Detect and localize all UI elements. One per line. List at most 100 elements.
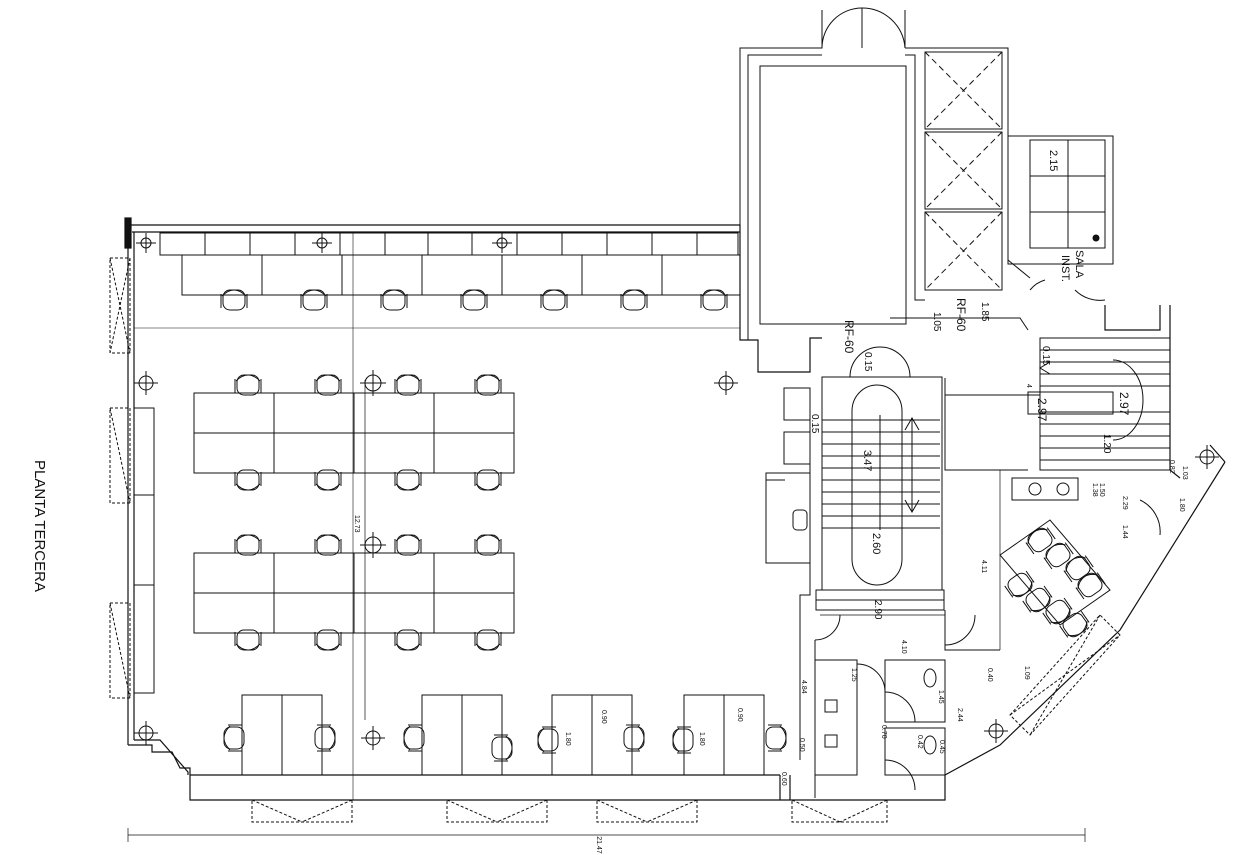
chair-icon bbox=[672, 726, 694, 754]
dim-015c: 0.15 bbox=[1040, 346, 1051, 366]
bottom-desks bbox=[241, 694, 765, 776]
dim-090a: 0.90 bbox=[600, 710, 607, 724]
dim-109: 1.09 bbox=[1023, 666, 1030, 680]
dim-229: 2.29 bbox=[1121, 496, 1128, 510]
chair-icon bbox=[314, 724, 336, 752]
chairs bbox=[220, 289, 787, 762]
chair-icon bbox=[537, 726, 559, 754]
dim-185: 1.85 bbox=[979, 302, 990, 322]
dim-042: 0.42 bbox=[916, 735, 923, 749]
room-label-sala: SALA bbox=[1073, 250, 1085, 279]
chair-icon bbox=[394, 374, 422, 396]
chair-icon bbox=[234, 374, 262, 396]
chair-icon bbox=[314, 629, 342, 651]
dim-105: 1.05 bbox=[931, 312, 942, 332]
desk-cluster-lower bbox=[193, 552, 515, 634]
chair-icon bbox=[765, 724, 787, 752]
top-cabinets bbox=[159, 232, 739, 256]
dim-297b: 2.97 bbox=[1035, 398, 1049, 422]
chair-icon bbox=[1075, 572, 1106, 600]
column-marker-icon bbox=[312, 233, 332, 253]
chair-icon bbox=[234, 534, 262, 556]
chair-icon bbox=[1004, 570, 1035, 598]
left-windows bbox=[109, 257, 131, 699]
dim-120: 1.20 bbox=[1101, 434, 1112, 454]
column-marker-icon bbox=[984, 719, 1008, 743]
structural-grid bbox=[134, 232, 740, 800]
drawing-title: PLANTA TERCERA bbox=[31, 460, 48, 592]
dim-180c: 1.80 bbox=[1178, 498, 1185, 512]
dim-347: 3.47 bbox=[861, 450, 873, 471]
dim-060: 0.60 bbox=[780, 772, 787, 786]
drawing-title-wrap: PLANTA TERCERA bbox=[30, 460, 50, 630]
top-desk-row bbox=[181, 254, 741, 296]
elevator-shafts bbox=[924, 51, 1003, 291]
chair-icon bbox=[380, 289, 408, 311]
chair-icon bbox=[474, 469, 502, 491]
chair-icon bbox=[223, 724, 245, 752]
dim-484: 4.84 bbox=[800, 680, 807, 694]
dim-244: 2.44 bbox=[956, 708, 963, 722]
dim-180a: 1.80 bbox=[564, 732, 571, 746]
chair-icon bbox=[234, 469, 262, 491]
column-marker-icon bbox=[360, 532, 386, 558]
fire-rating-2: RF-60 bbox=[842, 320, 856, 354]
dim-090b: 0.90 bbox=[736, 708, 743, 722]
column-marker-icon bbox=[492, 233, 512, 253]
stair-right bbox=[1027, 337, 1171, 471]
chair-icon bbox=[394, 469, 422, 491]
dim-260: 2.60 bbox=[870, 533, 882, 554]
dim-vertical-main: 12.73 bbox=[353, 515, 360, 533]
column-marker-icon bbox=[134, 371, 158, 395]
chair-icon bbox=[623, 724, 645, 752]
exterior-walls bbox=[124, 217, 1226, 801]
chair-icon bbox=[1025, 527, 1056, 555]
chair-icon bbox=[1022, 585, 1053, 613]
dim-040: 0.40 bbox=[986, 668, 993, 682]
sala-instalaciones bbox=[1007, 135, 1114, 301]
corridor-walls bbox=[765, 317, 1040, 798]
dim-290: 2.90 bbox=[872, 600, 883, 620]
dim-082: 0.82 bbox=[1168, 460, 1175, 474]
column-marker-icon bbox=[1195, 445, 1219, 469]
desk-cluster-upper bbox=[193, 392, 515, 474]
dim-045: 0.45 bbox=[938, 740, 945, 754]
chair-icon bbox=[300, 289, 328, 311]
chair-icon bbox=[394, 534, 422, 556]
chair-icon bbox=[460, 289, 488, 311]
column-marker-icon bbox=[136, 233, 156, 253]
chair-icon bbox=[474, 629, 502, 651]
dimension-lines bbox=[127, 380, 1086, 842]
chair-icon bbox=[220, 289, 248, 311]
chair-icon bbox=[314, 374, 342, 396]
chair-icon bbox=[700, 289, 728, 311]
chair-icon bbox=[394, 629, 422, 651]
chair-icon bbox=[314, 469, 342, 491]
core-block bbox=[739, 7, 1031, 340]
dim-145: 1.45 bbox=[937, 690, 944, 704]
dim-138: 1.38 bbox=[1091, 483, 1098, 497]
chair-icon bbox=[314, 534, 342, 556]
chair-icon bbox=[1043, 542, 1074, 570]
chair-icon bbox=[620, 289, 648, 311]
drawing-title-svg: PLANTA TERCERA bbox=[31, 460, 48, 592]
dim-411: 4.11 bbox=[980, 560, 987, 573]
chair-icon bbox=[491, 734, 513, 762]
column-markers bbox=[134, 233, 1219, 750]
chair-icon bbox=[474, 374, 502, 396]
fire-rating-1: RF-60 bbox=[954, 298, 968, 332]
dim-103: 1.03 bbox=[1181, 466, 1188, 480]
column-marker-icon bbox=[360, 370, 386, 396]
chair-icon bbox=[1063, 555, 1094, 583]
chair-icon bbox=[1042, 597, 1073, 625]
column-marker-icon bbox=[134, 721, 158, 745]
meeting-room bbox=[999, 477, 1161, 638]
chair-icon bbox=[1059, 610, 1090, 638]
dim-total-width: 21.47 bbox=[595, 836, 602, 854]
toilets bbox=[814, 659, 946, 791]
dim-410: 4.10 bbox=[900, 640, 907, 654]
dim-shaft: 2.15 bbox=[1047, 150, 1059, 171]
stair-left bbox=[815, 346, 945, 611]
bottom-windows bbox=[251, 799, 888, 823]
